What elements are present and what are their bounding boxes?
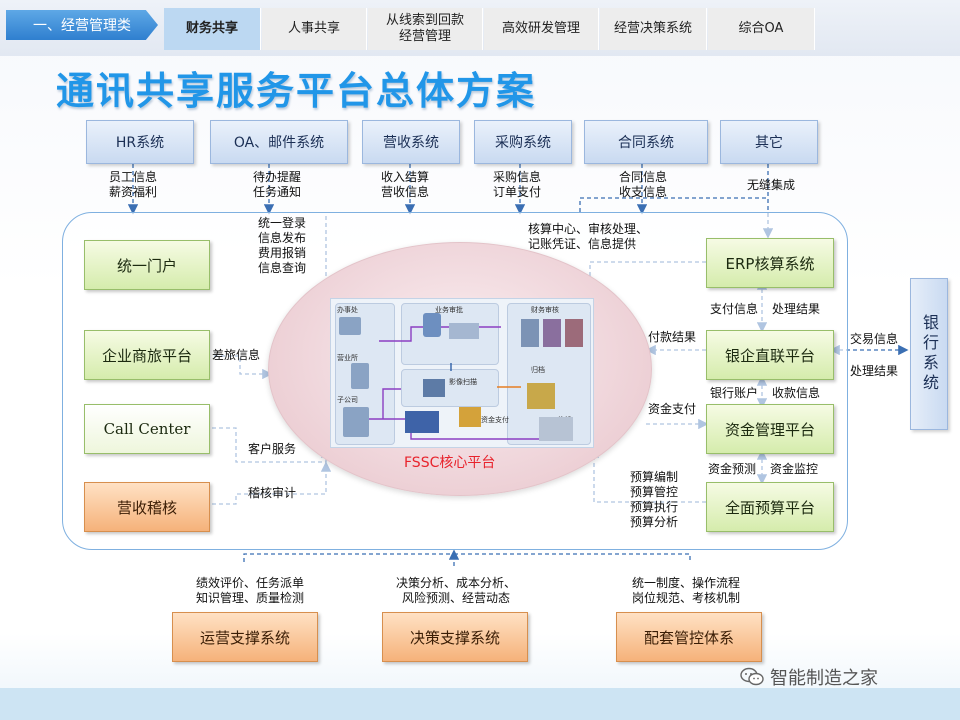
bank-process-result-label: 处理结果 [850,364,899,378]
decision-support-box[interactable]: 决策支撑系统 [382,612,528,662]
unified-portal-box[interactable]: 统一门户 [84,240,210,290]
bank-account-label: 银行账户 [710,386,759,400]
brand-watermark: 智能制造之家 [740,664,878,690]
revenue-system-box[interactable]: 营收系统 [362,120,460,164]
page-title: 通讯共享服务平台总体方案 [56,69,537,113]
image-scan-label: 影像扫描 [449,378,477,386]
contract-system-box[interactable]: 合同系统 [584,120,708,164]
bank-system-box[interactable]: 银行系统 [910,278,948,430]
pay-result-label: 付款结果 [648,330,697,344]
brand-name: 智能制造之家 [770,668,878,689]
customer-service-label: 客户服务 [248,442,297,456]
wechat-icon [740,667,764,686]
tab-finance-sharing[interactable]: 财务共享 [164,8,261,50]
tab-integrated-oa[interactable]: 综合OA [708,8,815,50]
fssc-core-label: FSSC核心平台 [404,455,496,471]
footer-band [0,688,960,720]
archive-label: 归档 [531,366,545,374]
fund-forecast-label: 资金预测 [708,462,757,476]
hr-system-box[interactable]: HR系统 [86,120,194,164]
hr-system-info: 员工信息 薪资福利 [108,170,157,199]
revenue-audit-box[interactable]: 营收稽核 [84,482,210,532]
finance-review-label: 财务审核 [531,306,559,314]
bank-direct-link-box[interactable]: 银企直联平台 [706,330,834,380]
audit-label: 稽核审计 [248,486,297,500]
fund-payment-label: 资金支付 [481,416,509,424]
budget-services-label: 预算编制 预算管控 预算执行 预算分析 [630,470,679,529]
operation-support-info: 绩效评价、任务派单 知识管理、质量检测 [195,576,304,605]
contract-system-info: 合同信息 收支信息 [618,170,667,199]
travel-info-label: 差旅信息 [212,348,261,362]
tab-lead-to-cash[interactable]: 从线索到回款 经营管理 [368,8,483,50]
oa-system-info: 待办提醒 任务通知 [252,170,301,199]
fund-pay-label: 资金支付 [648,402,697,416]
procurement-system-info: 采购信息 订单支付 [492,170,541,199]
fssc-flow-graphics [339,313,583,441]
budget-platform-box[interactable]: 全面预算平台 [706,482,834,532]
portal-services-label: 统一登录 信息发布 费用报销 信息查询 [258,216,307,275]
office-label: 办事处 [337,306,358,314]
fssc-diagram: 办事处 营业所 子公司 业务审批 财务审核 归档 影像扫描 资金支付 总部 [330,298,594,448]
revenue-system-info: 收入结算 营收信息 [380,170,429,199]
erp-accounting-box[interactable]: ERP核算系统 [706,238,834,288]
oa-mail-system-box[interactable]: OA、邮件系统 [210,120,348,164]
control-system-box[interactable]: 配套管控体系 [616,612,762,662]
pay-info-label: 支付信息 [710,302,759,316]
other-system-info: 无缝集成 [746,178,795,192]
subsidiary-label: 子公司 [337,396,358,404]
call-center-box[interactable]: Call Center [84,404,210,454]
business-travel-box[interactable]: 企业商旅平台 [84,330,210,380]
sales-office-label: 营业所 [337,354,358,362]
business-approval-label: 业务审批 [435,306,463,314]
tab-rd-management[interactable]: 高效研发管理 [484,8,599,50]
scan-pane [401,369,499,407]
trade-info-label: 交易信息 [850,332,899,346]
tab-decision-system[interactable]: 经营决策系统 [600,8,707,50]
section-tag[interactable]: 一、经营管理类 [6,10,158,40]
procurement-system-box[interactable]: 采购系统 [474,120,572,164]
fund-monitor-label: 资金监控 [770,462,819,476]
receipt-info-label: 收款信息 [772,386,821,400]
other-system-box[interactable]: 其它 [720,120,818,164]
fund-management-box[interactable]: 资金管理平台 [706,404,834,454]
control-system-info: 统一制度、操作流程 岗位规范、考核机制 [631,576,740,605]
decision-support-info: 决策分析、成本分析、 风险预测、经营动态 [395,576,516,605]
operation-support-box[interactable]: 运营支撑系统 [172,612,318,662]
tab-hr-sharing[interactable]: 人事共享 [262,8,367,50]
erp-services-label: 核算中心、审核处理、 记账凭证、信息提供 [528,222,649,251]
process-result-label: 处理结果 [772,302,821,316]
